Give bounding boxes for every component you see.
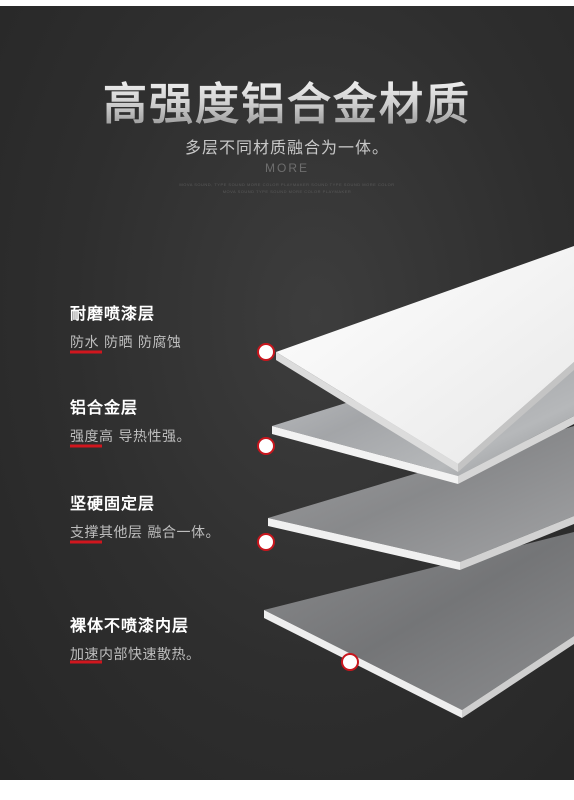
layer-title: 坚硬固定层 (70, 494, 156, 513)
layer-desc: 加速内部快速散热。 (70, 647, 201, 663)
background-panel: 高强度铝合金材质 多层不同材质融合为一体。 MORE MOVA SOUND, T… (0, 6, 574, 780)
fine-print-line-1: MOVA SOUND, TYPE SOUND MORE COLOR PLAYMA… (179, 182, 395, 187)
leader-lines (70, 350, 350, 664)
page-subtitle: 多层不同材质融合为一体。 (184, 138, 389, 157)
layer-label-paint: 耐磨喷漆层 防水 防晒 防腐蚀 (70, 300, 181, 352)
fine-print-line-2: MOVA SOUND TYPE SOUND MORE COLOR PLAYMAK… (222, 189, 352, 194)
paint-plate (276, 246, 574, 472)
layer-title: 铝合金层 (70, 398, 139, 417)
layer-desc: 支撑其他层 融合一体。 (70, 525, 220, 541)
layer-label-inner: 裸体不喷漆内层 加速内部快速散热。 (70, 612, 201, 664)
page-title: 高强度铝合金材质 (0, 68, 574, 132)
more-label: MORE (265, 161, 309, 175)
inner-plate (264, 532, 574, 718)
layer-title: 耐磨喷漆层 (70, 304, 156, 323)
layer-label-aluminum: 铝合金层 强度高 导热性强。 (70, 394, 191, 446)
marker-dots (257, 343, 359, 671)
layer-desc: 防水 防晒 防腐蚀 (70, 335, 182, 351)
layer-illustration (70, 246, 574, 718)
layer-desc: 强度高 导热性强。 (70, 429, 191, 445)
layer-label-fixed: 坚硬固定层 支撑其他层 融合一体。 (70, 490, 220, 542)
layer-title: 裸体不喷漆内层 (70, 616, 190, 635)
